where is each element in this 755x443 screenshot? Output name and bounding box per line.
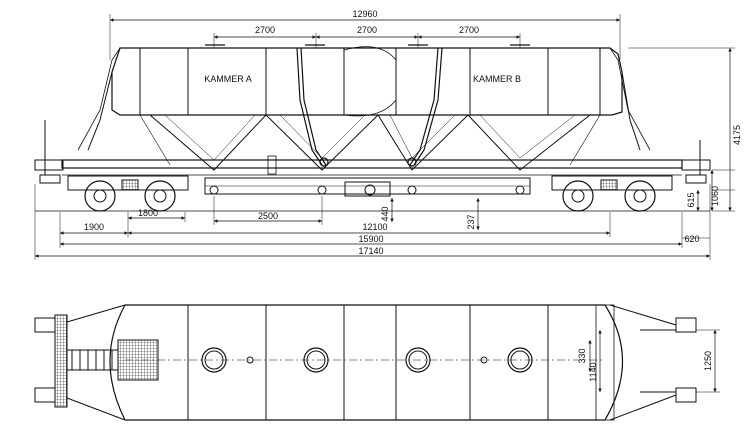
dim-segment-1: 2700 xyxy=(255,25,275,35)
top-body-outline xyxy=(109,304,624,421)
dim-bogie-wheelbase: 1800 xyxy=(138,208,158,218)
hopper-funnels xyxy=(139,114,601,171)
top-left-end xyxy=(34,304,159,421)
bogie-right xyxy=(551,175,673,212)
dim-hatch-width: 330 xyxy=(577,348,587,363)
side-view: 12960 2700 2700 2700 xyxy=(34,9,742,260)
dim-center-distance: 12100 xyxy=(362,222,387,232)
discharge-pipes xyxy=(296,47,443,167)
dim-segment-2: 2700 xyxy=(357,25,377,35)
bogie-left xyxy=(67,175,189,212)
dim-wheelbase-outer: 1900 xyxy=(84,222,104,232)
label-chamber-b: KAMMER B xyxy=(473,74,521,84)
dim-outlet-offset: 237 xyxy=(466,214,476,229)
dimension-overall-body xyxy=(109,14,621,60)
label-chamber-a: KAMMER A xyxy=(204,74,252,84)
dim-outlet-spacing: 2500 xyxy=(258,211,278,221)
car-body xyxy=(77,46,651,151)
dim-segment-3: 2700 xyxy=(459,25,479,35)
dim-height-axle: 1060 xyxy=(710,186,720,206)
dim-height-small: 615 xyxy=(686,192,696,207)
top-view-dimensions xyxy=(588,329,720,393)
dim-height-total: 4175 xyxy=(732,125,742,145)
top-hatches xyxy=(201,347,533,373)
dimension-lengths xyxy=(34,184,711,260)
dim-length-over-buffers: 17140 xyxy=(358,246,383,256)
top-view: 330 1140 1250 xyxy=(34,304,720,421)
dim-outlet-height-small: 440 xyxy=(380,206,390,221)
dim-overall-body-length: 12960 xyxy=(352,9,377,19)
dim-gauge-step: 620 xyxy=(684,234,699,244)
top-right-end xyxy=(595,304,697,421)
dim-hatch-offset: 1140 xyxy=(588,362,598,381)
dimension-segments xyxy=(213,33,521,48)
dim-length-inner: 15900 xyxy=(358,234,383,244)
buffers xyxy=(34,120,711,184)
dimension-heights xyxy=(628,47,735,212)
dim-bogie-width: 1250 xyxy=(703,351,713,371)
